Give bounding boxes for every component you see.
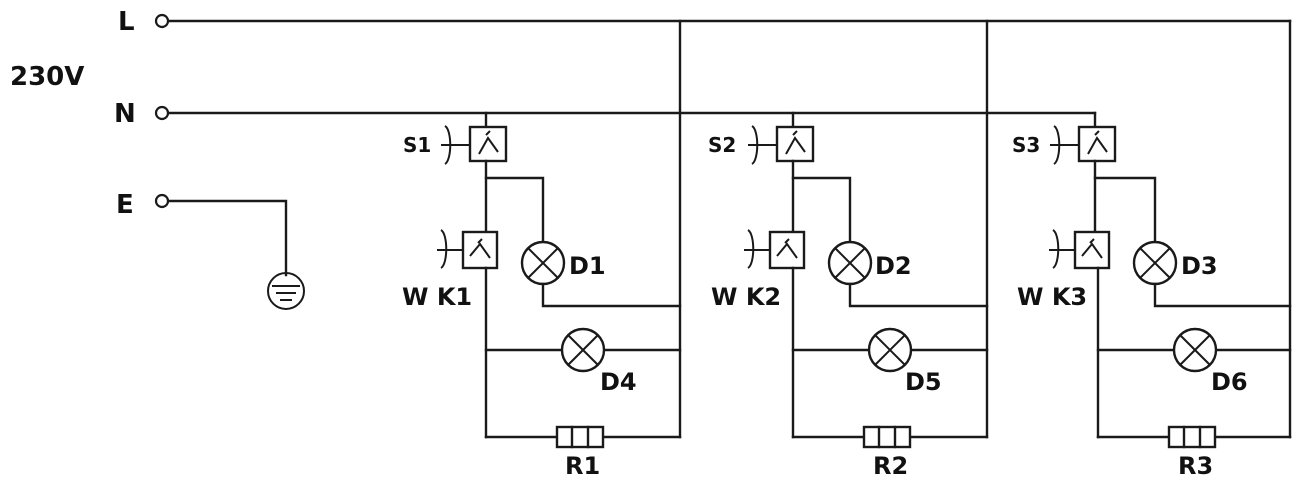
lamp-d2-icon [827, 240, 873, 286]
resistor-r2-icon [862, 425, 912, 449]
lamp-d5-icon [867, 327, 913, 373]
terminal-label-e: E [116, 190, 134, 220]
contact-label-wk2: W K2 [711, 283, 781, 311]
earth-ground-icon [267, 272, 305, 310]
contact-wk1-icon [461, 230, 499, 270]
resistor-label-r3: R3 [1178, 452, 1213, 480]
resistor-r1-icon [555, 425, 605, 449]
resistor-r3-icon [1167, 425, 1217, 449]
terminal-n-icon [154, 105, 170, 121]
lamp-label-d2: D2 [875, 252, 912, 280]
circuit-section-2 [744, 19, 989, 449]
terminal-label-n: N [114, 99, 136, 129]
lamp-label-d3: D3 [1181, 252, 1218, 280]
switch-label-s1: S1 [403, 133, 431, 157]
supply-voltage-label: 230V [10, 62, 84, 92]
terminal-l-icon [154, 13, 170, 29]
switch-label-s3: S3 [1012, 133, 1040, 157]
switch-label-s2: S2 [708, 133, 736, 157]
contact-label-wk3: W K3 [1017, 283, 1087, 311]
lamp-label-d1: D1 [569, 252, 606, 280]
earth-wire [166, 199, 288, 277]
lamp-label-d5: D5 [905, 368, 942, 396]
lamp-label-d6: D6 [1211, 368, 1248, 396]
resistor-label-r2: R2 [873, 452, 908, 480]
terminal-label-l: L [118, 7, 135, 37]
circuit-section-3 [1049, 19, 1292, 449]
circuit-section-1 [437, 19, 682, 449]
contact-label-wk1: W K1 [402, 283, 472, 311]
lamp-d1-icon [520, 240, 566, 286]
terminal-e-icon [154, 193, 170, 209]
lamp-label-d4: D4 [600, 368, 637, 396]
lamp-d4-icon [560, 327, 606, 373]
main-buses [166, 19, 1292, 277]
lamp-d6-icon [1172, 327, 1218, 373]
resistor-label-r1: R1 [565, 452, 600, 480]
contact-wk3-icon [1073, 230, 1111, 270]
contact-wk2-icon [768, 230, 806, 270]
lamp-d3-icon [1132, 240, 1178, 286]
